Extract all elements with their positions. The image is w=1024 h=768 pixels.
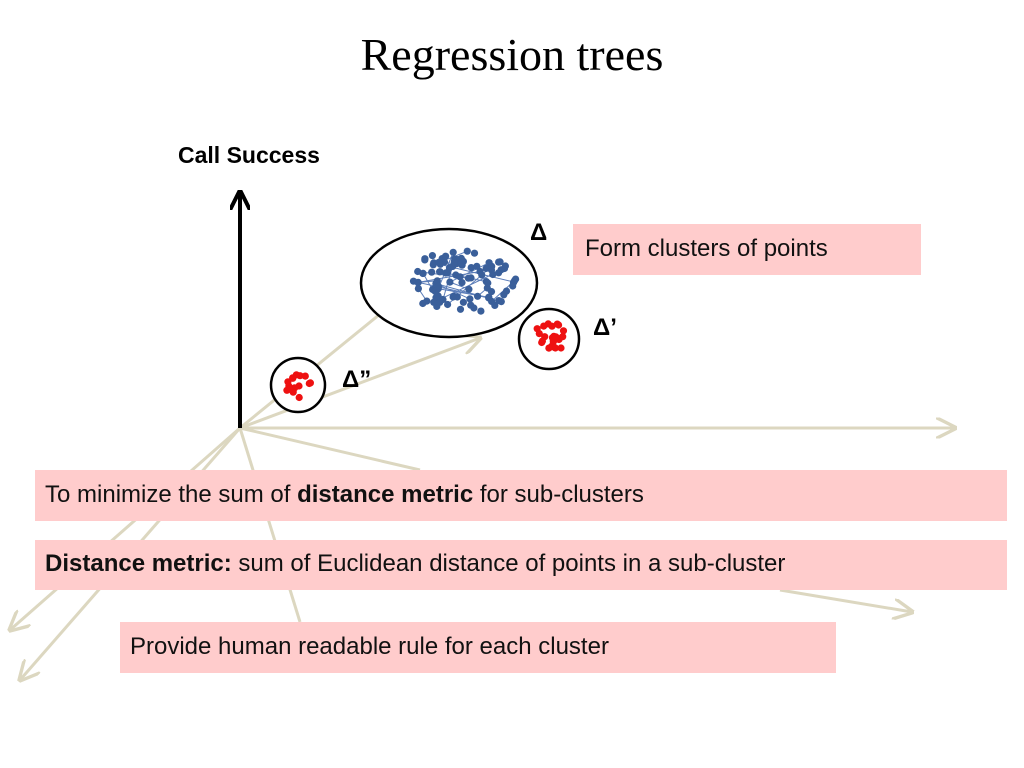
blue-data-point [495,269,503,277]
blue-data-point [436,260,444,268]
blue-data-point [428,252,436,260]
red-data-point [535,330,543,338]
blue-data-point [429,261,437,269]
blue-data-point [456,305,465,313]
form-clusters-callout: Form clusters of points [573,224,921,275]
red-data-point [295,393,303,402]
blue-data-point [488,297,496,305]
cluster-delta-double-prime [269,356,327,414]
blue-data-point [497,298,505,306]
minimize-bold-text: distance metric [297,481,474,508]
cluster-delta-prime-outline [517,307,581,371]
cluster-delta-points [409,247,520,315]
blue-data-point [430,298,438,306]
red-data-point [557,344,565,352]
human-rule-callout: Provide human readable rule for each clu… [120,622,836,673]
distance-metric-rest-text: sum of Euclidean distance of points in a… [231,550,786,577]
blue-data-point [470,249,479,257]
diagonal-axis-1 [239,338,480,430]
blue-data-point [458,279,466,287]
blue-data-point [495,258,503,266]
blue-data-point [473,262,481,270]
blue-data-point [465,285,473,293]
red-data-point [559,327,568,335]
blue-data-point [501,262,509,270]
cluster-delta-prime-points [533,320,568,352]
blue-data-point [434,282,442,290]
blue-data-point [509,282,517,290]
blue-data-point [467,264,475,272]
blue-data-point [444,300,452,309]
blue-data-point [442,252,450,260]
cluster-label-delta-prime: Δ’ [593,314,617,341]
red-data-point [301,372,309,380]
blue-data-point [449,293,457,301]
red-data-point [292,371,300,379]
cluster-label-delta-double-prime: Δ” [342,366,371,393]
blue-data-point [474,292,482,300]
blue-data-point [419,299,427,308]
blue-data-point [457,259,466,267]
cluster-delta-prime [517,307,581,371]
red-data-point [550,343,559,352]
red-data-point [540,322,548,330]
red-data-point [545,344,553,352]
distance-metric-callout: Distance metric: sum of Euclidean distan… [35,540,1007,590]
blue-data-point [446,278,454,286]
red-data-point [538,337,547,345]
blue-data-point [456,273,464,281]
cluster-label-delta: Δ [530,219,547,246]
blue-data-point [414,267,422,276]
blue-data-point [477,307,485,315]
red-data-point [284,378,292,386]
blue-data-point [436,268,444,276]
blue-data-point [459,298,467,306]
red-data-point [286,385,294,393]
cluster-delta-double-prime-points [283,371,314,402]
blue-data-point [414,278,422,286]
human-rule-text: Provide human readable rule for each clu… [130,633,609,660]
blue-data-point [464,274,472,282]
diagonal-axis-7 [779,588,912,612]
blue-data-point [419,269,427,277]
blue-data-point [421,256,429,264]
blue-data-point [443,269,451,277]
blue-data-point [431,287,439,296]
blue-data-point [463,247,471,255]
y-axis-label: Call Success [178,142,320,168]
blue-data-point [449,248,457,256]
blue-data-point [439,295,447,304]
minimize-callout: To minimize the sum of distance metric f… [35,470,1007,521]
form-clusters-text: Form clusters of points [585,235,828,262]
blue-data-point [500,291,508,299]
distance-metric-bold-text: Distance metric: [45,550,232,577]
blue-data-point [487,288,496,296]
minimize-suffix-text: for sub-clusters [473,481,644,508]
diagonal-axis-5 [238,427,302,623]
blue-data-point [470,304,478,312]
blue-data-point [450,257,458,265]
blue-data-point [414,285,422,293]
blue-data-point [489,270,497,279]
blue-data-point [484,279,492,287]
cluster-link-line [449,262,490,283]
diagonal-axis-6 [239,426,421,472]
minimize-prefix-text: To minimize the sum of [45,481,298,508]
blue-data-point [511,275,520,283]
blue-data-point [478,271,486,279]
red-data-point [553,320,561,328]
cluster-delta [359,227,539,339]
blue-data-point [466,295,474,303]
blue-data-point [482,264,490,272]
red-data-point [552,333,560,341]
slide-title: Regression trees [360,29,664,80]
blue-data-point [428,268,436,276]
blue-data-point [488,262,496,270]
red-data-point [306,379,314,387]
diagonal-axis-3 [10,426,241,630]
